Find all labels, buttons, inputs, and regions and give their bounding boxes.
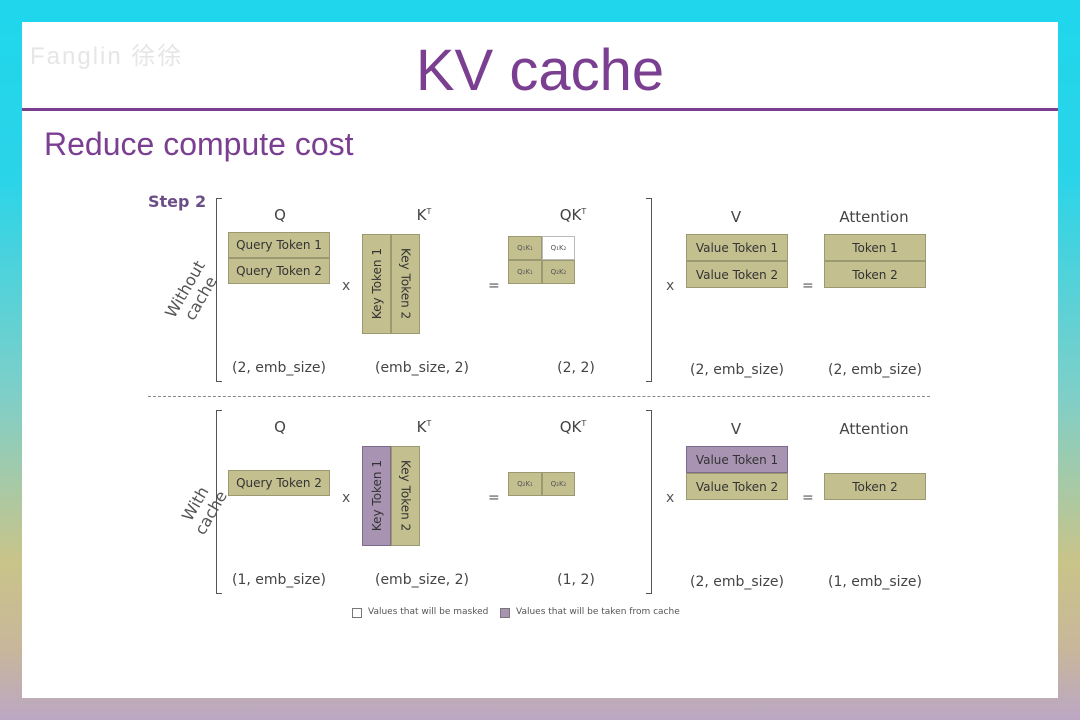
left-bracket-bottom xyxy=(216,410,222,594)
header-qkt-bottom: QKT xyxy=(559,418,587,436)
qk-cell: Q₂K₁ xyxy=(508,260,542,284)
dim-kt: (emb_size, 2) xyxy=(374,360,469,376)
dim-kt: (emb_size, 2) xyxy=(374,572,469,588)
header-q-top: Q xyxy=(274,206,286,224)
times-operator: x xyxy=(666,490,675,506)
qk-cell: Q₁K₁ xyxy=(508,236,542,260)
value-token-1: Value Token 1 xyxy=(686,234,788,261)
value-token-2: Value Token 2 xyxy=(686,473,788,500)
middle-bracket-bottom xyxy=(646,410,652,594)
section-divider xyxy=(148,396,930,397)
header-kt-bottom: KT xyxy=(416,418,432,436)
equals-operator: = xyxy=(488,278,500,294)
step-label: Step 2 xyxy=(148,192,207,211)
slide-title: KV cache xyxy=(415,38,665,103)
attention-token-2: Token 2 xyxy=(824,261,926,288)
dim-qkt: (1, 2) xyxy=(557,572,595,588)
title-divider xyxy=(22,108,1058,111)
key-token-1-column: Key Token 1 xyxy=(362,234,391,334)
dim-v: (2, emb_size) xyxy=(689,362,784,378)
slide-subtitle: Reduce compute cost xyxy=(44,126,354,162)
kv-cache-diagram: Step 2 Without cache Q KT QKT V Attentio… xyxy=(22,22,1058,698)
left-bracket-top xyxy=(216,198,222,382)
dim-q: (1, emb_size) xyxy=(231,572,326,588)
qk-cell: Q₂K₂ xyxy=(542,472,575,496)
header-q-bottom: Q xyxy=(274,418,286,436)
legend-cached-swatch xyxy=(500,608,510,618)
value-token-2: Value Token 2 xyxy=(686,261,788,288)
dim-qkt: (2, 2) xyxy=(557,360,595,376)
equals-operator: = xyxy=(488,490,500,506)
header-v-bottom: V xyxy=(730,420,742,438)
header-qkt-top: QKT xyxy=(559,206,587,224)
qk-cell: Q₂K₁ xyxy=(508,472,542,496)
times-operator: x xyxy=(342,490,351,506)
header-attention-bottom: Attention xyxy=(839,420,909,438)
qk-cell: Q₂K₂ xyxy=(542,260,575,284)
watermark: Fanglin 徐徐 xyxy=(30,43,184,70)
header-attention-top: Attention xyxy=(839,208,909,226)
query-token-2: Query Token 2 xyxy=(228,258,330,284)
equals-operator: = xyxy=(802,490,814,506)
key-token-2-column: Key Token 2 xyxy=(391,234,420,334)
legend-cached-text: Values that will be taken from cache xyxy=(516,607,680,617)
times-operator: x xyxy=(342,278,351,294)
middle-bracket-top xyxy=(646,198,652,382)
dim-v: (2, emb_size) xyxy=(689,574,784,590)
slide: Fanglin 徐徐 KV cache Reduce compute cost … xyxy=(22,22,1058,698)
query-token-2: Query Token 2 xyxy=(228,470,330,496)
attention-token-2: Token 2 xyxy=(824,473,926,500)
dim-attention: (2, emb_size) xyxy=(827,362,922,378)
value-token-1-cached: Value Token 1 xyxy=(686,446,788,473)
with-cache-label: With cache xyxy=(177,483,231,538)
dim-q: (2, emb_size) xyxy=(231,360,326,376)
dim-attention: (1, emb_size) xyxy=(827,574,922,590)
qk-cell-masked: Q₁K₂ xyxy=(542,236,575,260)
key-token-1-cached-column: Key Token 1 xyxy=(362,446,391,546)
key-token-2-column: Key Token 2 xyxy=(391,446,420,546)
query-token-1: Query Token 1 xyxy=(228,232,330,258)
header-kt-top: KT xyxy=(416,206,432,224)
attention-token-1: Token 1 xyxy=(824,234,926,261)
legend-masked-swatch xyxy=(352,608,362,618)
equals-operator: = xyxy=(802,278,814,294)
times-operator: x xyxy=(666,278,675,294)
header-v-top: V xyxy=(730,208,742,226)
legend-masked-text: Values that will be masked xyxy=(368,607,489,617)
